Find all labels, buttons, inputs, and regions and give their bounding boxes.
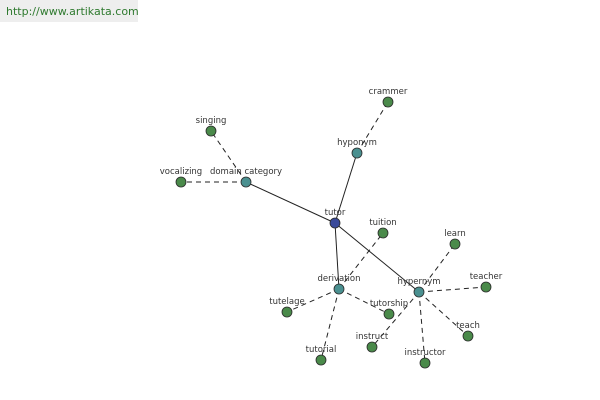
node-label-tutelage: tutelage (269, 297, 304, 307)
node-tutorial[interactable] (315, 354, 327, 366)
source-url-link[interactable]: http://www.artikata.com (0, 0, 139, 22)
node-label-learn: learn (444, 229, 466, 239)
node-tutelage[interactable] (281, 306, 293, 318)
edge-hypernym-teach (418, 291, 469, 337)
node-label-derivation: derivation (317, 274, 360, 284)
edge-derivation-tutelage (286, 288, 340, 313)
node-label-teacher: teacher (470, 272, 503, 282)
node-learn[interactable] (449, 238, 461, 250)
edge-derivation-tutorship (338, 288, 390, 315)
edge-hypernym-instruct (371, 291, 420, 348)
node-hypernym[interactable] (413, 286, 425, 298)
edge-tutor-domain_category (245, 181, 336, 224)
node-vocalizing[interactable] (175, 176, 187, 188)
edge-derivation-tutorial (320, 288, 340, 361)
edge-tutor-hypernym (334, 222, 420, 293)
node-instructor[interactable] (419, 357, 431, 369)
edge-hyponym-crammer (356, 101, 389, 154)
node-label-crammer: crammer (369, 87, 408, 97)
node-label-instruct: instruct (356, 332, 389, 342)
graph-edges (181, 101, 487, 364)
node-tuition[interactable] (377, 227, 389, 239)
node-label-tuition: tuition (369, 218, 396, 228)
edge-hypernym-teacher (418, 286, 487, 293)
edge-hypernym-learn (418, 243, 456, 293)
graph-labels: tutor hyponym domain category derivation hyp… (160, 87, 503, 358)
node-domain-category[interactable] (240, 176, 252, 188)
node-teacher[interactable] (480, 281, 492, 293)
graph-nodes (175, 96, 492, 369)
edge-tutor-hyponym (334, 152, 358, 224)
node-crammer[interactable] (382, 96, 394, 108)
node-teach[interactable] (462, 330, 474, 342)
node-label-singing: singing (196, 116, 227, 126)
node-label-vocalizing: vocalizing (160, 167, 202, 177)
node-label-teach: teach (456, 321, 480, 331)
node-tutorship[interactable] (383, 308, 395, 320)
node-label-tutorial: tutorial (306, 345, 337, 355)
node-label-tutorship: tutorship (370, 299, 408, 309)
node-label-domain-category: domain category (210, 167, 282, 177)
edge-tutor-derivation (334, 222, 340, 290)
node-label-instructor: instructor (404, 348, 446, 358)
node-label-tutor: tutor (325, 208, 346, 218)
node-label-hyponym: hyponym (337, 138, 377, 148)
node-tutor[interactable] (329, 217, 341, 229)
node-singing[interactable] (205, 125, 217, 137)
node-label-hypernym: hypernym (397, 277, 440, 287)
node-instruct[interactable] (366, 341, 378, 353)
edge-domain_category-singing (210, 130, 247, 183)
edge-hypernym-instructor (418, 291, 426, 364)
edge-derivation-tuition (338, 232, 384, 290)
node-derivation[interactable] (333, 283, 345, 295)
node-hyponym[interactable] (351, 147, 363, 159)
